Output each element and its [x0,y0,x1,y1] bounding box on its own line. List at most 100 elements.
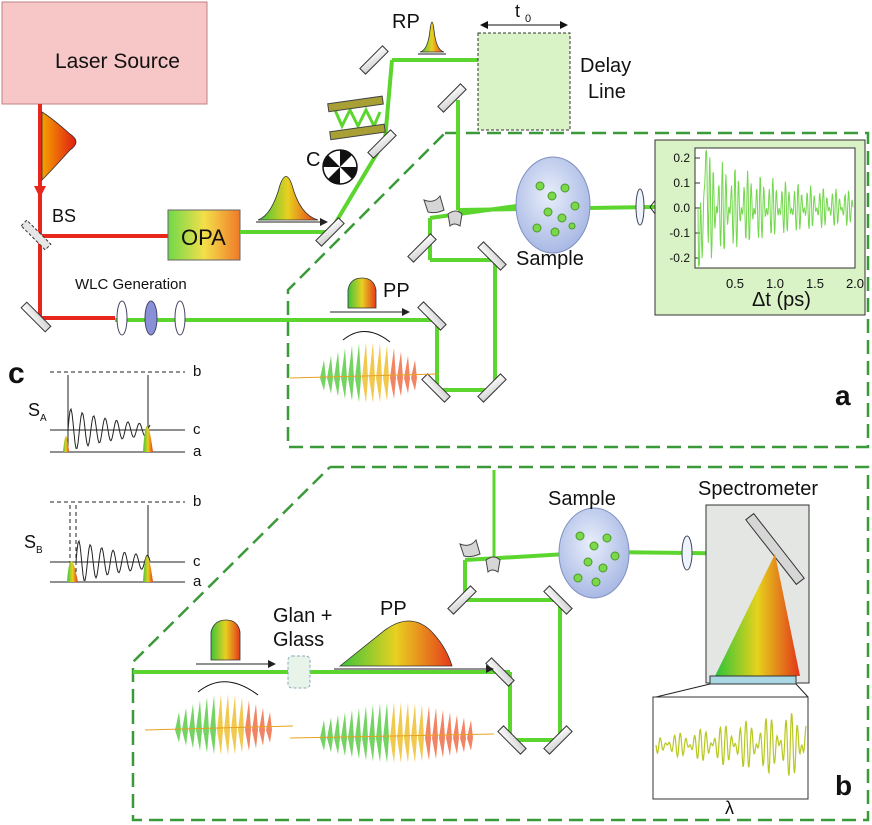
pulse-spike [334,714,340,755]
pulse-baseline [289,733,495,739]
spectrometer-label: Spectrometer [698,478,818,500]
bs-label: BS [52,206,76,226]
arrow-right-icon [402,308,410,316]
laser-beam [38,104,168,320]
pulse-spike [383,345,389,401]
level-b: b [193,493,201,510]
rp-pulse-icon [419,21,445,53]
pulse-train-b2 [289,702,495,764]
inset-a-ytick: -0.2 [669,251,690,265]
pulse-spike [376,343,382,403]
arrow-down-icon [34,186,46,198]
pulse-spike [320,360,326,391]
glan-label-2: Glass [273,629,324,651]
arrow-right-icon [320,218,328,226]
panel-a-label: a [835,380,851,411]
pulse-spike [231,695,237,755]
sa-diagram [50,371,185,453]
sample-a-label: Sample [516,248,584,270]
pulse-spike [376,703,382,763]
panel-b-label: b [835,770,852,801]
pp-pulse-b2 [338,620,453,667]
pulse-spike [446,712,452,757]
lens-icon [635,188,645,226]
pp-pulse-b1 [210,619,241,661]
pulse-icon [257,176,319,221]
sb-label: S [24,532,36,552]
lens-icon [681,535,693,571]
delay-line-box [477,32,571,131]
level-a: a [193,573,202,590]
mirror-icon [20,301,52,333]
pulse-spike [432,707,438,760]
pp-pulse-a [347,277,377,309]
pulse-spike [203,697,209,753]
opa-label: OPA [181,225,226,250]
t0-subscript: 0 [525,13,531,25]
pulse-spike [362,342,368,404]
laser-source-label: Laser Source [55,50,180,73]
swap-arrow-icon [197,681,259,696]
chopper-icon [322,149,358,185]
inset-a-xtick: 0.5 [726,276,744,291]
pulse-spike [411,703,417,763]
pp-b-label: PP [380,598,407,620]
pulse-spike [390,702,396,764]
beam-segment [383,59,394,141]
connector [795,683,809,698]
level-c: c [193,421,201,438]
level-a: a [193,443,202,460]
inset-b-waveform [655,713,807,776]
pulse-train-a [289,342,439,404]
glan-polarizer-icon [287,655,311,689]
pulse-spike [327,355,333,394]
arrow-right-icon [268,660,276,668]
pulse-baseline [144,725,294,731]
inset-a-xtick: 1.0 [766,276,784,291]
pulse-spike [189,703,195,749]
pulse-baseline [289,373,439,379]
level-c: c [193,553,201,570]
beam-splitter [20,219,52,251]
pulse-spike [439,709,445,758]
arrow-right-icon [560,21,568,29]
inset-a-ytick: 0.1 [673,176,690,190]
pulse-spike [210,695,216,755]
dispersed-spectrum [715,554,800,676]
pulse-spike [362,705,368,761]
inset-a-ytick: 0.0 [673,201,690,215]
level-b: b [193,363,201,380]
glan-label-1: Glan + [273,605,332,627]
inset-a-xlabel: Δt (ps) [752,289,811,311]
pulse-spike [348,709,354,758]
compressor-plate [329,123,386,141]
arrow-left-icon [480,21,488,29]
sa-label: S [28,400,40,420]
laser-pulse-icon [41,111,77,181]
mirrors-b [447,585,573,755]
inset-b-xlabel: λ [725,798,734,818]
pulse-spike [411,360,417,391]
pulse-train-b1 [144,694,294,756]
swap-arrow-icon [342,331,391,343]
pulse-spike [252,703,258,749]
pulse-spike [217,694,223,756]
pulse-spike [238,697,244,753]
pulse-spike [390,348,396,399]
t0-label: t [515,1,520,21]
pulse-spike [348,345,354,401]
molecule-icon [532,181,580,237]
delay-label-line2: Line [588,81,626,103]
grating-icon [745,512,805,586]
lens-icon [174,300,186,336]
curved-mirror-icon [447,210,463,228]
pulse-spike [369,704,375,762]
pulse-spike [266,712,272,743]
pulse-spike [425,705,431,761]
pulse-spike [418,704,424,762]
sb-subscript: B [36,545,43,556]
pulse-spike [404,702,410,763]
pulse-spike [355,343,361,403]
inset-a-ytick: -0.1 [669,226,690,240]
